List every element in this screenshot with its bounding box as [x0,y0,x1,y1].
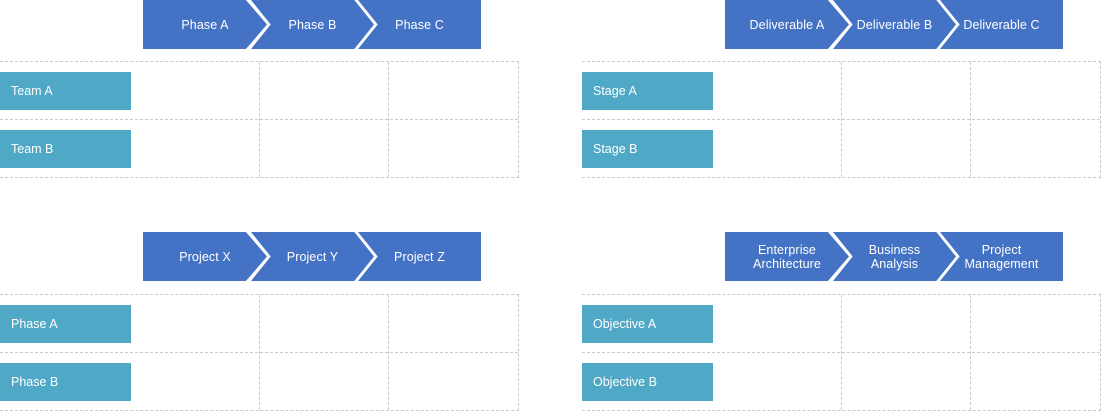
chevron-step[interactable]: Phase C [358,0,481,49]
row-label-text: Team A [11,84,53,98]
chevron-banner: Project X Project Y Project Z [143,232,513,281]
panel-bottom-left: Project X Project Y Project Z Phase A Ph… [0,206,552,412]
chevron-step-label: Business Analysis [868,242,921,271]
matrix-row: Stage A [582,62,1100,120]
chevron-step[interactable]: Phase A [143,0,267,49]
matrix-grid: Team A Team B [0,61,519,178]
chevron-step[interactable]: Project Management [940,232,1063,281]
panel-top-left: Phase A Phase B Phase C Team A Team B [0,0,552,206]
row-label-text: Stage A [593,84,637,98]
row-label[interactable]: Phase B [0,363,131,401]
row-label[interactable]: Stage A [582,72,713,110]
row-label-text: Phase A [11,317,58,331]
chevron-step[interactable]: Deliverable A [725,0,849,49]
row-label-text: Objective B [593,375,657,389]
row-label[interactable]: Objective B [582,363,713,401]
chevron-banner: Deliverable A Deliverable B Deliverable … [725,0,1095,49]
row-label[interactable]: Team A [0,72,131,110]
row-label[interactable]: Objective A [582,305,713,343]
chevron-step-label: Deliverable A [749,17,825,32]
chevron-banner: Phase A Phase B Phase C [143,0,513,49]
chevron-step-label: Project X [179,249,231,264]
row-label-text: Stage B [593,142,638,156]
row-label[interactable]: Stage B [582,130,713,168]
chevron-step[interactable]: Phase B [251,0,374,49]
chevron-step-label: Project Management [964,242,1039,271]
matrix-row: Objective A [582,295,1100,353]
chevron-step[interactable]: Deliverable B [833,0,956,49]
row-label-text: Team B [11,142,54,156]
matrix-grid: Phase A Phase B [0,294,519,411]
row-label[interactable]: Team B [0,130,131,168]
matrix-row: Team A [0,62,518,120]
chevron-step[interactable]: Project Y [251,232,374,281]
matrix-row: Team B [0,120,518,178]
chevron-step-label: Project Z [394,249,445,264]
matrix-grid: Objective A Objective B [582,294,1101,411]
matrix-row: Phase A [0,295,518,353]
matrix-row: Objective B [582,353,1100,411]
row-label-text: Phase B [11,375,59,389]
chevron-step[interactable]: Project Z [358,232,481,281]
chevron-step-label: Phase A [181,17,229,32]
chevron-step[interactable]: Business Analysis [833,232,956,281]
panel-bottom-right: Enterprise Architecture Business Analysi… [582,206,1104,412]
chevron-step-label: Phase C [395,17,444,32]
matrix-grid: Stage A Stage B [582,61,1101,178]
matrix-row: Phase B [0,353,518,411]
chevron-step-label: Deliverable B [856,17,933,32]
chevron-step-label: Enterprise Architecture [753,242,821,271]
chevron-banner: Enterprise Architecture Business Analysi… [725,232,1095,281]
row-label-text: Objective A [593,317,657,331]
chevron-step-label: Deliverable C [963,17,1040,32]
row-label[interactable]: Phase A [0,305,131,343]
chevron-step-label: Project Y [286,249,339,264]
chevron-step[interactable]: Project X [143,232,267,281]
matrix-row: Stage B [582,120,1100,178]
chevron-step[interactable]: Deliverable C [940,0,1063,49]
chevron-step-label: Phase B [288,17,337,32]
chevron-step[interactable]: Enterprise Architecture [725,232,849,281]
panel-top-right: Deliverable A Deliverable B Deliverable … [582,0,1104,206]
